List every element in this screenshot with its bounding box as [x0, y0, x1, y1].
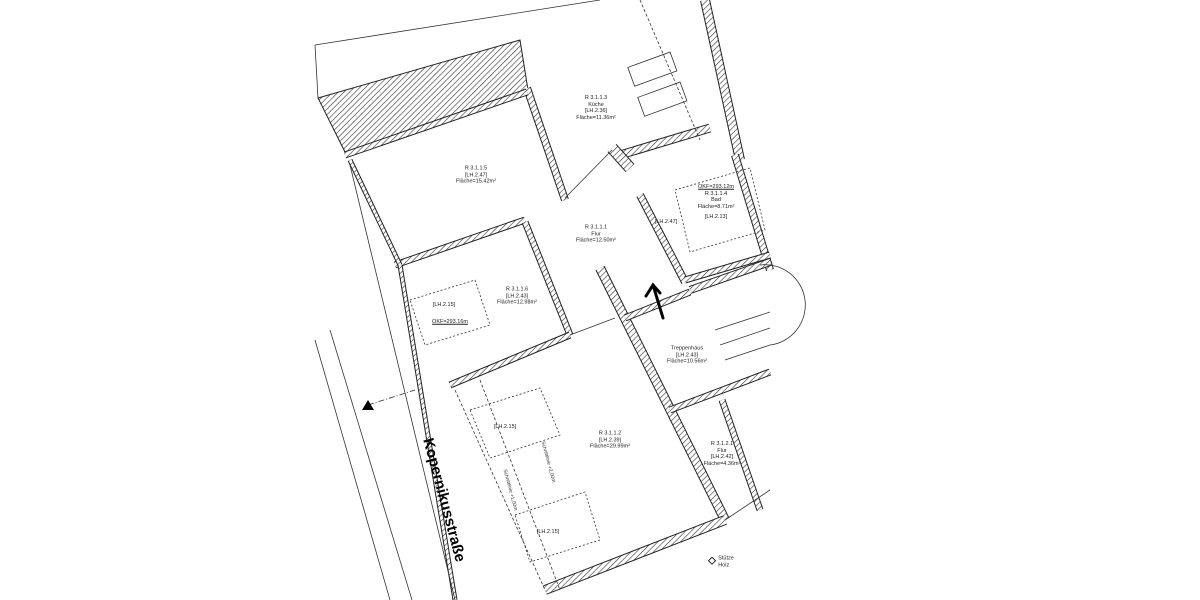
room-id: R 3.1.1.1: [584, 224, 608, 231]
room-lh: [LH.2.43]: [505, 292, 529, 299]
wall: [618, 124, 712, 159]
room-bad: OKF=293.12m R 3.1.1.4 Bad Fläche=8.71m² …: [698, 184, 735, 221]
room-area: Fläche=10.56m²: [667, 358, 707, 365]
room-area: Fläche=15.42m²: [456, 178, 496, 185]
wall: [732, 154, 773, 271]
support-post-icon: [707, 556, 717, 565]
room-lh: [LH.2.39]: [598, 436, 622, 443]
wall: [608, 144, 634, 172]
wall: [543, 516, 727, 594]
room-area: Fläche=4.36m²: [703, 460, 741, 467]
wall: [398, 264, 457, 600]
wall: [689, 259, 771, 293]
room-name: Küche: [588, 101, 604, 108]
level-marker-icon: [362, 400, 374, 410]
outer-hatched-zone: [314, 0, 601, 153]
room-area: Fläche=11.36m²: [576, 114, 616, 121]
room-lh: [LH.2.13]: [704, 213, 728, 220]
wall: [684, 252, 771, 283]
wall: [449, 332, 571, 388]
room-3-1-1-2: R 3.1.1.2 [LH.2.39] Fläche=29.99m²: [590, 430, 630, 450]
room-name: Treppenhaus: [670, 345, 704, 352]
room-id: R 3.1.1.3: [584, 95, 608, 101]
support-label: Stütze Holz: [718, 556, 734, 569]
support-material: Holz: [718, 562, 730, 568]
north-arrow-icon: [644, 282, 665, 320]
room-id: R 3.1.2.1: [710, 441, 734, 447]
room-area: Fläche=29.99m²: [590, 443, 630, 450]
room-id: R 3.1.1.5: [464, 165, 488, 172]
room-3-1-1-6: R 3.1.1.6 [LH.2.43] Fläche=12.98m²: [497, 286, 537, 306]
room-3-1-2-1: R 3.1.2.1 Flur [LH.2.42] Fläche=4.36m²: [704, 441, 741, 467]
room-lh: [LH.2.43]: [675, 351, 699, 358]
wall: [701, 0, 744, 161]
thin-lines: [314, 0, 806, 600]
floor-level-left: OKF=293.16m: [432, 318, 468, 325]
floor-level: OKF=293.12m: [698, 183, 734, 190]
room-kuche: R 3.1.1.3 Küche [LH.2.36] Fläche=11.36m²: [576, 95, 616, 121]
room-id: R 3.1.1.2: [598, 430, 622, 437]
wall: [348, 159, 402, 266]
room-lh: [LH.2.42]: [710, 454, 734, 460]
lh-label: [LH.2.15]: [536, 528, 560, 535]
room-flur: R 3.1.1.1 Flur Fläche=12.50m²: [576, 224, 616, 244]
room-lh: [LH.2.36]: [584, 108, 608, 114]
room-name: Flur: [591, 230, 601, 237]
wall: [719, 399, 763, 511]
wall: [596, 266, 729, 522]
room-name: Bad: [711, 196, 721, 203]
wall: [669, 369, 771, 413]
wall: [344, 89, 528, 158]
room-area: Fläche=8.71m²: [697, 203, 735, 210]
room-treppenhaus: Treppenhaus [LH.2.43] Fläche=10.56m²: [667, 345, 707, 365]
room-id: R 3.1.1.4: [704, 190, 728, 197]
room-area: Fläche=12.50m²: [576, 237, 616, 244]
lh-label: [LH.2.15]: [493, 423, 517, 430]
wall: [394, 217, 526, 268]
lh-label: [LH.2.15]: [432, 301, 456, 308]
wall: [637, 193, 688, 284]
room-name: Flur: [717, 447, 727, 454]
support-type: Stütze: [718, 555, 734, 562]
room-lh: [LH.2.47]: [464, 171, 488, 178]
wall: [522, 221, 573, 336]
room-3-1-1-5: R 3.1.1.5 [LH.2.47] Fläche=15.42m²: [456, 165, 496, 185]
room-area: Fläche=12.98m²: [497, 299, 537, 306]
flur-lh-label: [LH.2.47]: [654, 218, 678, 225]
wall: [524, 87, 568, 201]
room-id: R 3.1.1.6: [505, 286, 529, 293]
